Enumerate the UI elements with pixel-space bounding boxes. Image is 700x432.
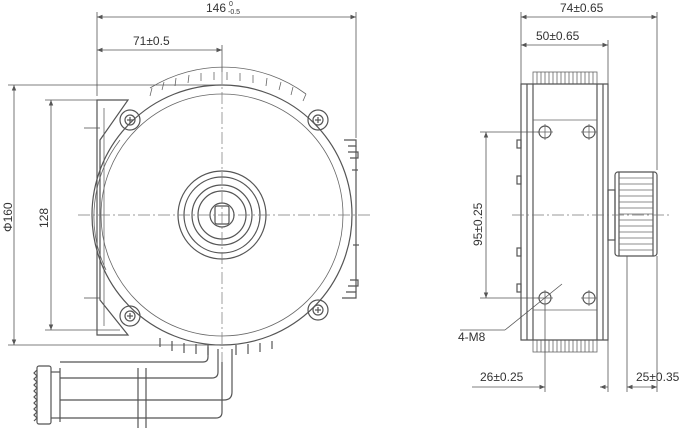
side-view (512, 71, 672, 353)
cooling-fins-top (149, 66, 307, 102)
front-dimensions: 146 0 -0.5 71±0.5 Φ160 128 (1, 1, 357, 346)
front-flange-plate (96, 99, 130, 336)
cooling-fins-right (342, 139, 359, 299)
dim-side-inner-width: 50±0.65 (536, 29, 580, 43)
screw-top-right (307, 109, 329, 131)
side-hole-top-right (581, 124, 597, 140)
dim-overall-width: 146 (206, 1, 226, 15)
dim-hole-offset: 26±0.25 (480, 370, 524, 384)
front-view (33, 66, 370, 428)
side-hole-top-left (537, 124, 553, 140)
dim-hole-spacing: 95±0.25 (471, 202, 485, 246)
motor-housing-outer (91, 84, 353, 346)
screw-bottom-right (307, 299, 329, 321)
cable-connector (36, 365, 52, 425)
svg-text:-0.5: -0.5 (228, 9, 240, 16)
pulley-teeth (619, 177, 653, 251)
dim-diameter: Φ160 (1, 202, 15, 232)
label-holes: 4-M8 (458, 330, 486, 344)
screw-top-left (119, 109, 141, 131)
dim-mount-height: 128 (37, 208, 51, 228)
side-hole-bottom-right (581, 290, 597, 306)
side-body (520, 83, 609, 341)
side-dimensions: 74±0.65 50±0.65 95±0.25 4-M8 26±0.25 25±… (458, 1, 680, 392)
dim-pulley-width: 25±0.35 (636, 370, 680, 384)
dim-side-width: 74±0.65 (560, 1, 604, 15)
dim-bolt-offset: 71±0.5 (133, 34, 170, 48)
screw-bottom-left (119, 305, 141, 327)
side-fins-top (532, 71, 598, 85)
side-fins-bottom (532, 339, 598, 353)
svg-text:0: 0 (229, 1, 233, 8)
cable-outlet (33, 347, 233, 428)
